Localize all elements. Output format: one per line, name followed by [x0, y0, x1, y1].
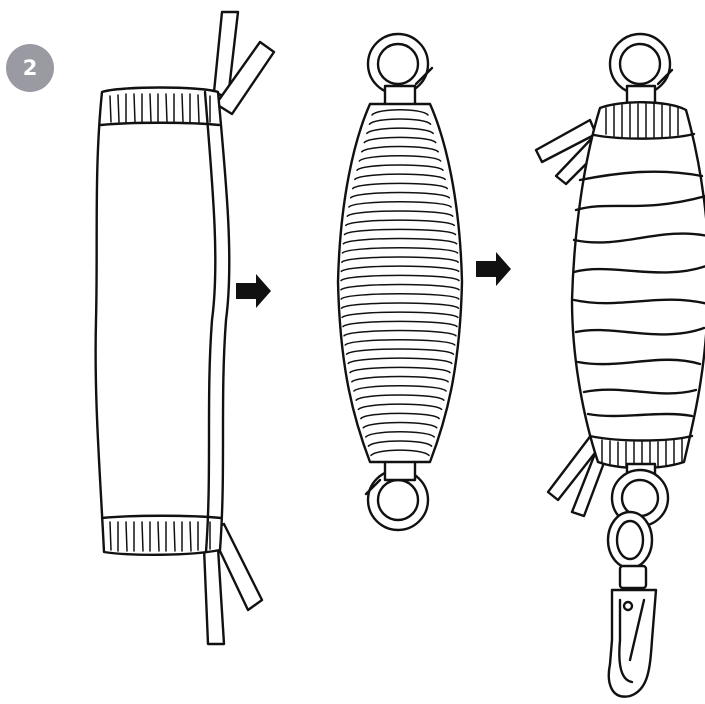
covered-spring-figure — [536, 34, 705, 697]
right-arrow-icon — [476, 252, 511, 286]
wrapped-body — [338, 104, 462, 462]
cover-body — [572, 102, 705, 468]
right-arrow-icon — [236, 274, 271, 308]
sleeve-bottom-tie — [204, 548, 224, 644]
wrapped-spring-figure — [338, 34, 462, 530]
snap-hook-icon — [608, 512, 656, 697]
knit-sleeve-figure — [96, 12, 274, 644]
